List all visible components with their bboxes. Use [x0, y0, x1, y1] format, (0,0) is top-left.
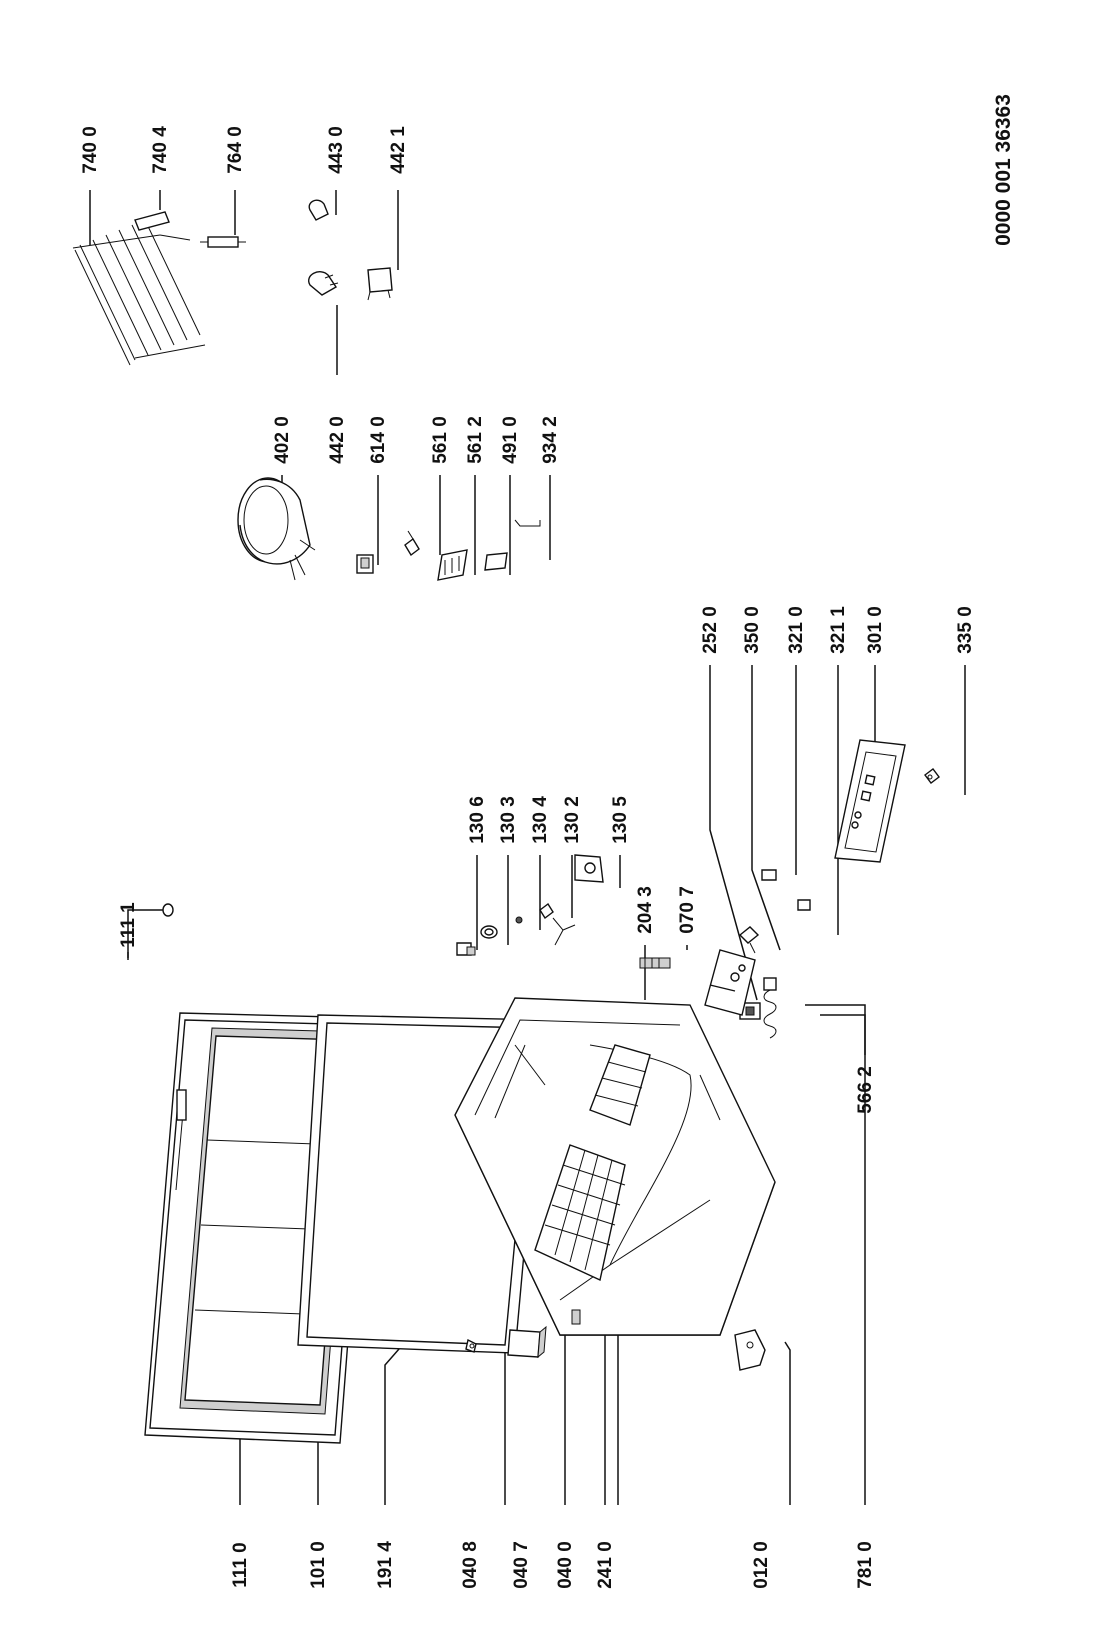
label-740-4: 740 4	[150, 126, 171, 174]
label-321-0: 321 0	[786, 606, 807, 654]
label-130-6: 130 6	[467, 796, 488, 844]
label-130-2: 130 2	[562, 796, 583, 844]
label-191-4: 191 4	[375, 1541, 396, 1589]
part-614-0	[356, 554, 374, 574]
part-335-0	[924, 768, 940, 784]
part-442-1	[367, 267, 393, 301]
label-335-0: 335 0	[955, 606, 976, 654]
part-491-0	[484, 552, 508, 571]
label-111-1: 111 1	[118, 902, 139, 948]
spring-part-566-2	[763, 977, 777, 1039]
label-566-2: 566 2	[855, 1066, 876, 1114]
part-561-0	[404, 530, 420, 557]
part-130-6	[456, 942, 476, 956]
label-442-0: 442 0	[327, 416, 348, 464]
relay-part-561-2	[437, 549, 468, 581]
label-070-7: 070 7	[677, 886, 698, 934]
label-934-2: 934 2	[540, 416, 561, 464]
label-350-0: 350 0	[742, 606, 763, 654]
label-442-1: 442 1	[388, 126, 409, 174]
label-040-8: 040 8	[460, 1541, 481, 1589]
label-101-0: 101 0	[308, 1541, 329, 1589]
leader-lines	[89, 190, 966, 1505]
bracket-part-012-0	[734, 1329, 766, 1371]
label-402-0: 402 0	[272, 416, 293, 464]
label-252-0: 252 0	[700, 606, 721, 654]
label-040-0: 040 0	[555, 1541, 576, 1589]
part-labels: 111 0 101 0 191 4 040 8 040 7 040 0 241 …	[80, 94, 1015, 1589]
clip-part-321-0	[761, 869, 777, 881]
shelf-part-204-3	[589, 1044, 651, 1126]
label-204-3: 204 3	[635, 886, 656, 934]
thermostat-part-252-0	[704, 949, 756, 1016]
condenser-part-740-0	[72, 219, 206, 366]
label-111-0: 111 0	[230, 1542, 251, 1587]
part-350-0	[738, 926, 760, 954]
part-130-3	[480, 925, 498, 939]
label-241-0: 241 0	[595, 1541, 616, 1589]
label-321-1: 321 1	[828, 606, 849, 654]
compressor-part-402-0	[237, 477, 316, 581]
label-781-0: 781 0	[855, 1541, 876, 1589]
part-934-2	[514, 519, 541, 527]
hinge-cover-part-040-7	[507, 1325, 547, 1359]
label-012-0: 012 0	[751, 1541, 772, 1589]
part-130-4	[515, 916, 523, 924]
part-130-2	[539, 902, 576, 946]
part-740-4	[134, 211, 170, 231]
knob-part-111-1	[162, 903, 174, 917]
basket-part-241-0	[534, 1144, 626, 1282]
label-561-0: 561 0	[430, 416, 451, 464]
clip-part-321-1	[797, 899, 811, 911]
grille-part-070-7	[639, 957, 671, 969]
freezer-cabinet	[454, 997, 776, 1336]
document-number: 0000 001 36363	[992, 94, 1015, 246]
label-130-5: 130 5	[610, 796, 631, 844]
label-130-3: 130 3	[498, 796, 519, 844]
clip-part-040-8	[465, 1338, 477, 1353]
label-130-4: 130 4	[530, 796, 551, 844]
part-443-0	[308, 199, 329, 221]
label-301-0: 301 0	[865, 606, 886, 654]
label-443-0: 443 0	[326, 126, 347, 174]
label-764-0: 764 0	[225, 126, 246, 174]
label-561-2: 561 2	[465, 416, 486, 464]
label-614-0: 614 0	[368, 416, 389, 464]
label-491-0: 491 0	[500, 416, 521, 464]
part-442-0	[308, 271, 339, 296]
label-740-0: 740 0	[80, 126, 101, 174]
part-130-5	[574, 854, 604, 883]
control-panel-part-301-0	[834, 739, 906, 863]
label-040-7: 040 7	[511, 1541, 532, 1589]
filter-part-764-0	[200, 236, 246, 248]
